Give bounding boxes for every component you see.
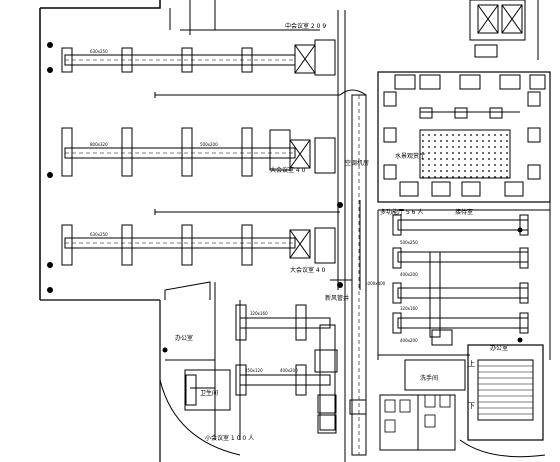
duct-size-right-3: 320x160: [400, 306, 418, 311]
duct-trunk-middle: [61, 127, 340, 215]
duct-size-lower: 630x250: [90, 232, 108, 237]
duct-size-right-2: 400x200: [400, 272, 418, 277]
label-large-hall-b: 大会议室 4 0: [290, 266, 326, 274]
stair-down-mark: 下: [468, 402, 475, 410]
duct-riser: [189, 0, 367, 456]
duct-trunk-upper: [61, 29, 340, 98]
duct-lower-left: [185, 304, 367, 434]
water-feature: [383, 74, 546, 197]
columns: [47, 42, 523, 353]
duct-size-branch-c: 400x200: [280, 368, 298, 373]
label-meeting-room-2: 中会议室 2 0 9: [285, 22, 326, 30]
diffusers-upper: [61, 47, 253, 73]
label-duct-shaft: 新风管井: [325, 294, 349, 302]
duct-right-hall: [392, 214, 529, 346]
duct-size-lower-2: 500x200: [200, 142, 218, 147]
label-stair-area: 办公室: [490, 344, 508, 352]
diffusers-lower: [61, 224, 253, 266]
label-wash-room: 洗手间: [420, 374, 438, 382]
toilet-fixtures: [384, 394, 451, 433]
duct-size-right-1: 500x250: [400, 240, 418, 245]
label-office: 办公室: [175, 334, 193, 342]
duct-size-upper: 630x250: [90, 49, 108, 54]
duct-size-right-4: 400x200: [400, 338, 418, 343]
label-multi-function: 多功能厅 5 6 人: [380, 208, 423, 216]
duct-trunk-lower: [61, 224, 336, 266]
label-equipment-room: 空调机房: [345, 159, 369, 167]
duct-size-branch-a: 320x160: [250, 311, 268, 316]
label-toilet: 卫生间: [200, 389, 218, 397]
label-small-meeting: 小会议室 1 0 0 人: [205, 434, 254, 442]
label-reception: 接待室: [455, 208, 473, 216]
label-large-hall-a: 大会议室 4 0: [270, 166, 306, 174]
duct-size-middle: 800x320: [90, 142, 108, 147]
duct-size-branch-b: 250x120: [245, 368, 263, 373]
label-water-room: 水景观赏厅: [395, 152, 425, 160]
diffusers-middle: [61, 127, 253, 177]
stair-up-mark: 上: [468, 359, 475, 368]
duct-size-riser: 1000x400: [365, 281, 386, 286]
